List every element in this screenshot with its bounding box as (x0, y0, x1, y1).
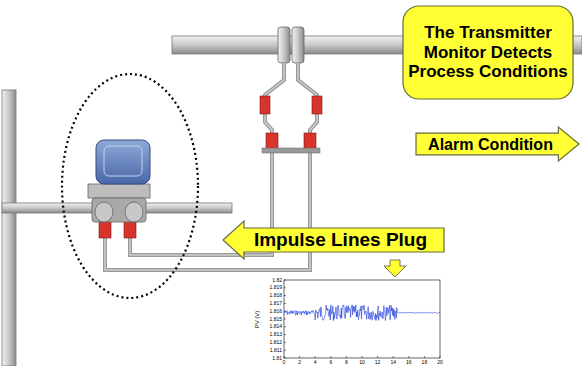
axis-label: 8 (345, 360, 348, 365)
node-text: The Transmitter Monitor Detects Process … (408, 23, 568, 82)
axis-label: 1.815 (269, 317, 282, 322)
axis-label: 18 (422, 360, 428, 365)
support-pipe (2, 90, 16, 366)
node-text: Impulse Lines Plug (254, 229, 427, 251)
callout-box: The Transmitter Monitor Detects Process … (402, 5, 574, 100)
node-text: Alarm Condition (428, 135, 553, 153)
axis-label: 2 (298, 360, 301, 365)
axis-label: 6 (329, 360, 332, 365)
axis-label: 1.814 (269, 324, 282, 329)
axis-label: 1.819 (269, 285, 282, 290)
axis-label: 1.811 (270, 348, 282, 353)
axis-label: 1.813 (269, 332, 282, 337)
manifold (262, 148, 320, 153)
axis-label: 1.817 (269, 301, 282, 306)
arrow-box: Impulse Lines Plug (222, 220, 445, 260)
flange (278, 27, 290, 63)
axis-label: 20 (437, 360, 443, 365)
axis-label: 12 (375, 360, 381, 365)
transmitter (88, 140, 150, 222)
axis-label: 1.82 (272, 278, 282, 283)
signal-trace (284, 305, 440, 321)
flange (292, 27, 304, 63)
pointer-arrow (384, 260, 406, 277)
chart-ticks (284, 280, 440, 358)
arrow-box: Alarm Condition (415, 126, 580, 162)
axis-label: 14 (390, 360, 396, 365)
axis-label: 1.816 (269, 309, 282, 314)
axis-label: 10 (359, 360, 365, 365)
axis-label: 0 (283, 360, 286, 365)
axis-label: 16 (406, 360, 412, 365)
focus-ellipse (62, 74, 198, 298)
axis-label: 4 (314, 360, 317, 365)
chart-axes (284, 280, 440, 358)
axis-label: 1.812 (269, 340, 282, 345)
axis-label: 1.818 (269, 293, 282, 298)
axis-label: PV (V) (255, 310, 260, 328)
axis-label: 1.81 (272, 356, 282, 361)
